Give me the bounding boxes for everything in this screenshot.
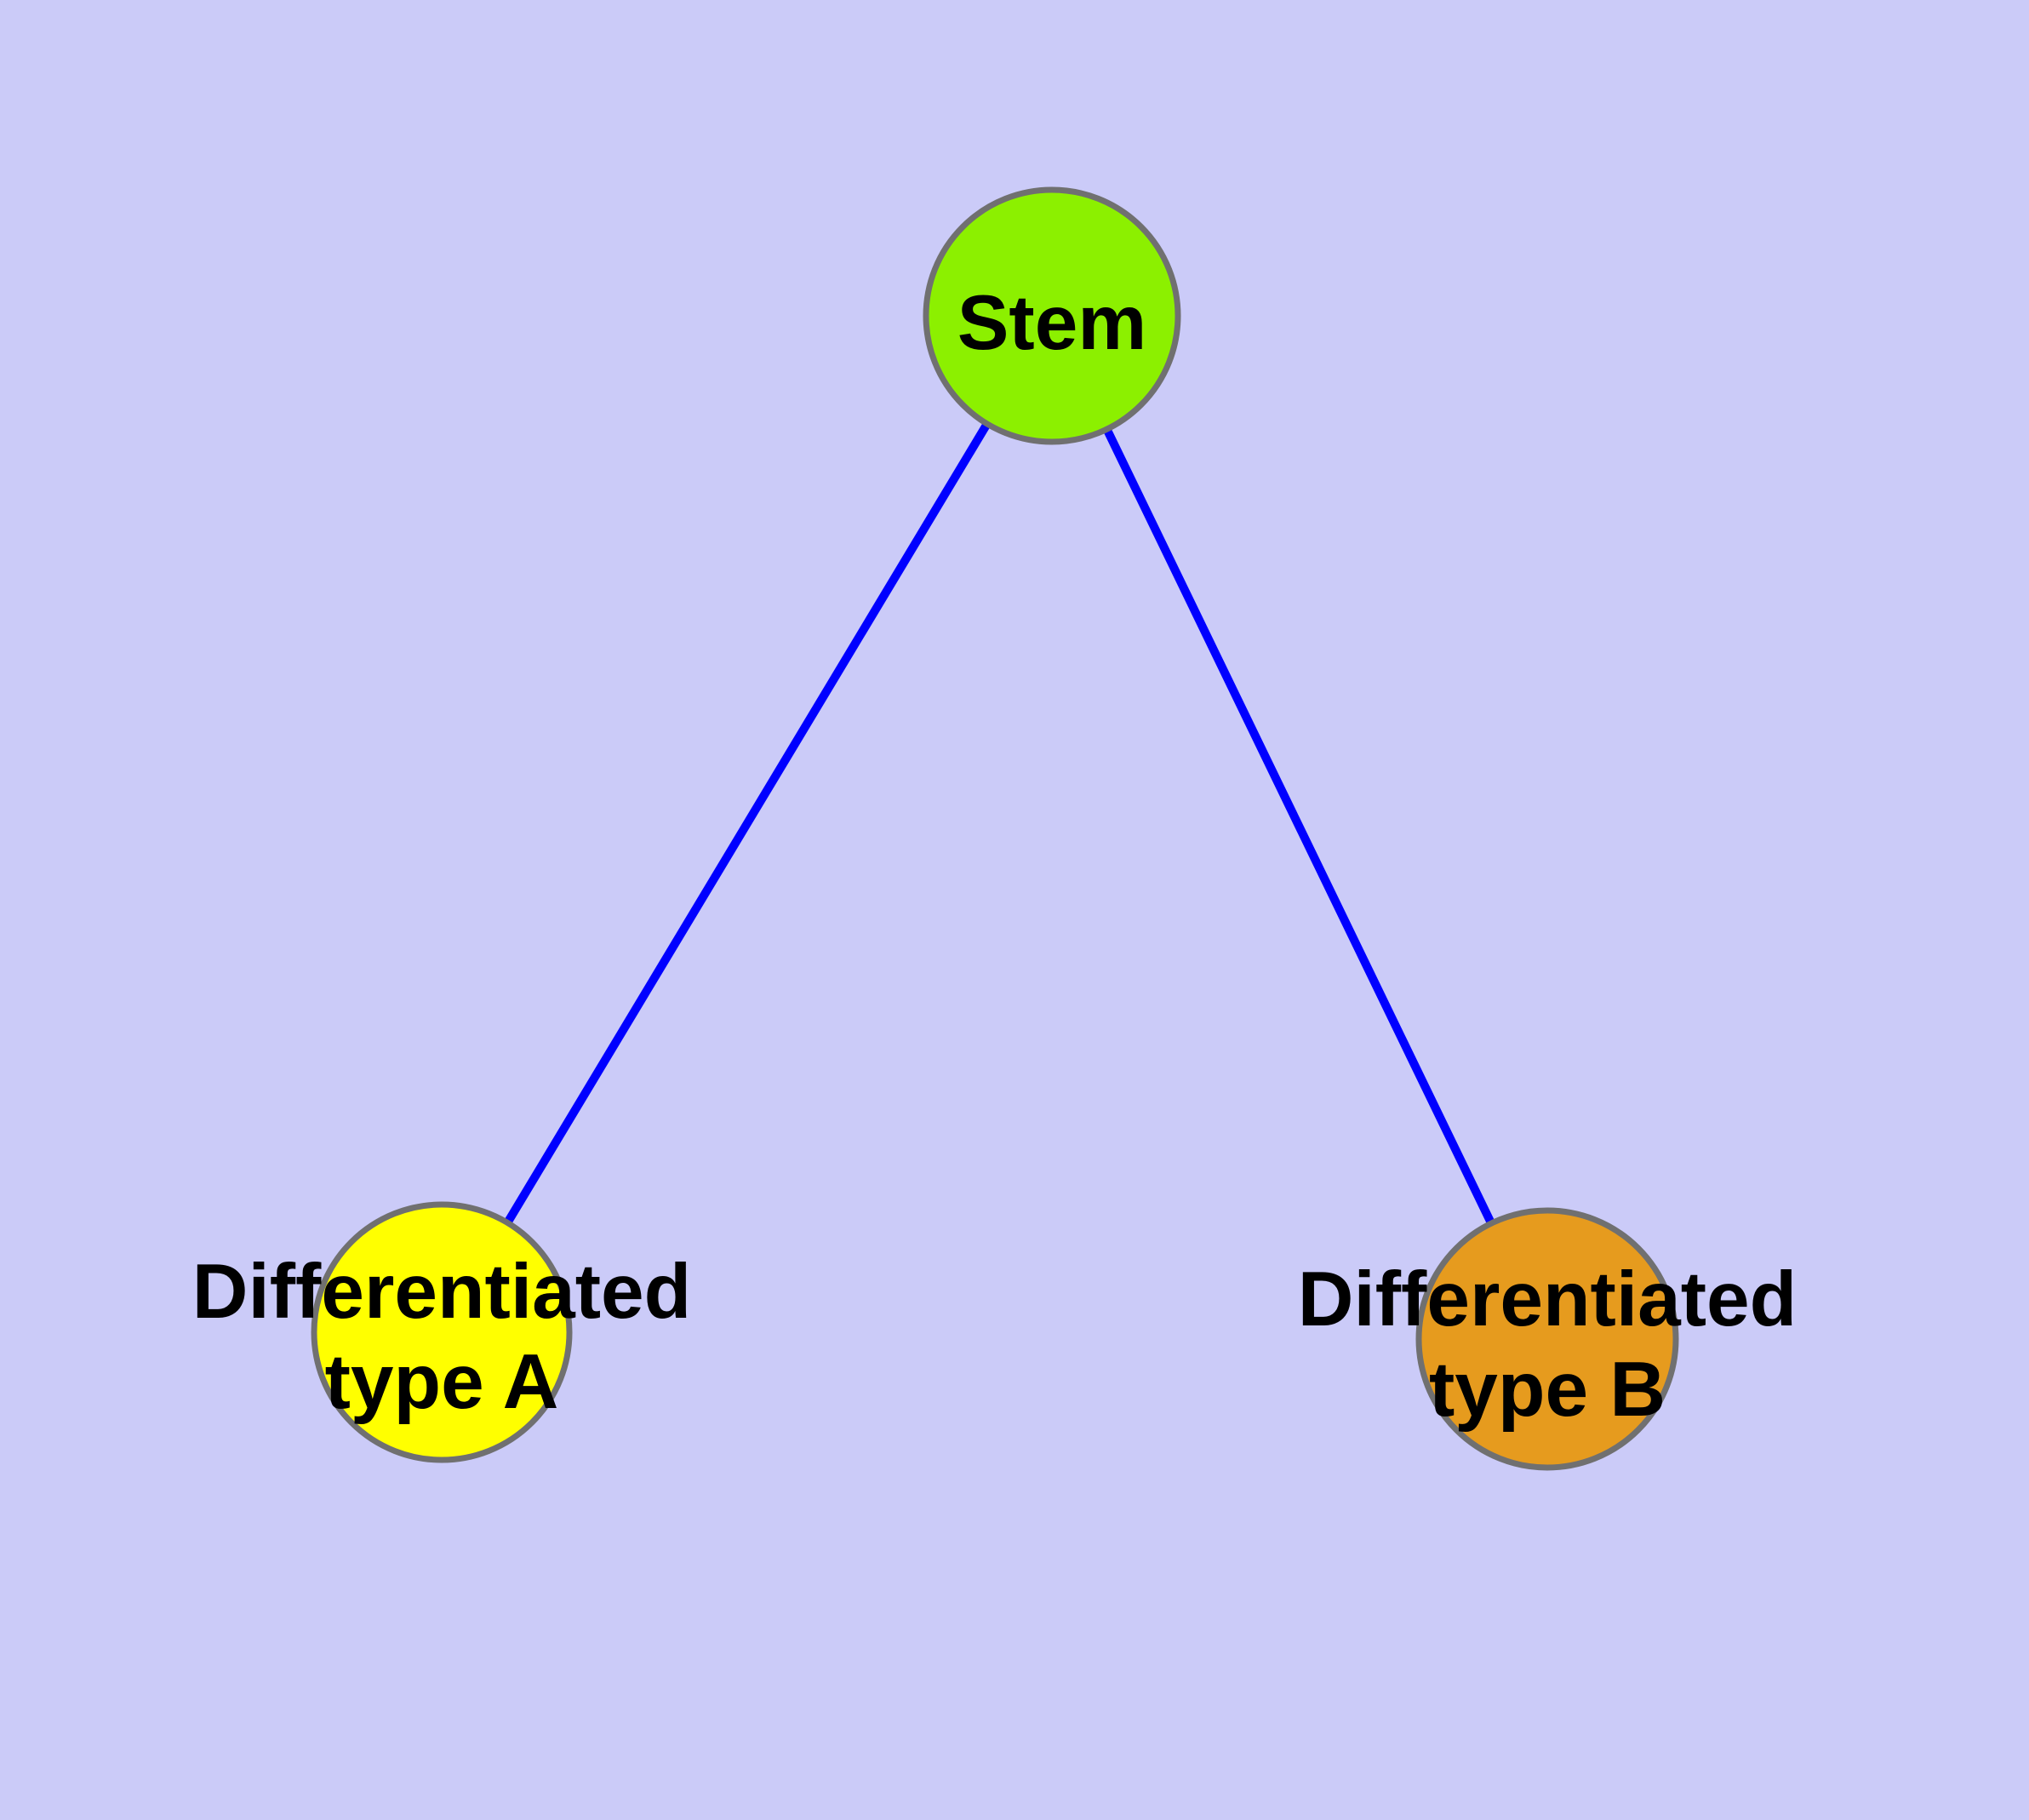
edge-stem-to-type-b: [1048, 313, 1552, 1342]
stem-node-label: Stem: [957, 280, 1147, 366]
type-a-node-label-line1: Differentiated: [192, 1249, 692, 1335]
type-a-node-circle: [311, 1201, 573, 1463]
type-b-node-label-line2: type B: [1429, 1347, 1666, 1433]
type-b-node-label-line1: Differentiated: [1298, 1256, 1798, 1342]
type-b-node-circle: [1415, 1207, 1679, 1471]
stem-node-circle: [923, 186, 1181, 445]
edge-stem-to-type-a: [437, 313, 1056, 1335]
type-a-node-label-line2: type A: [325, 1339, 559, 1425]
